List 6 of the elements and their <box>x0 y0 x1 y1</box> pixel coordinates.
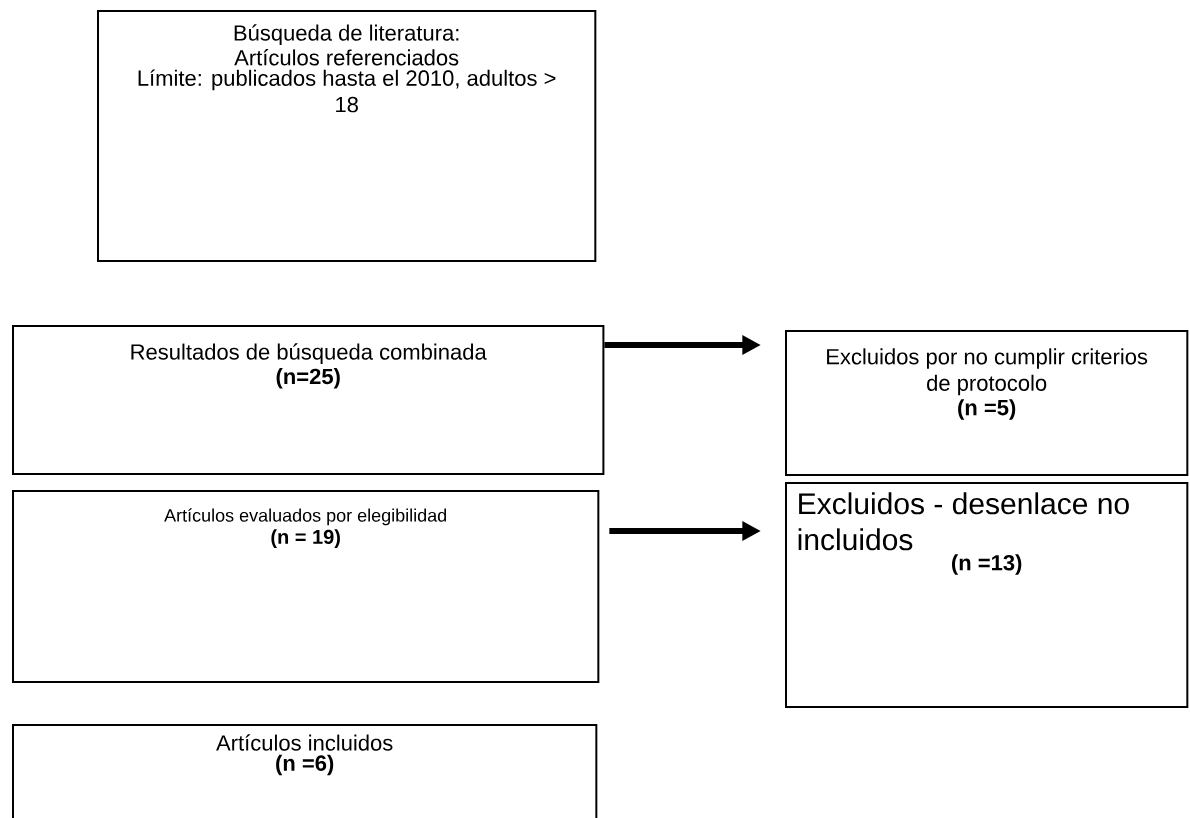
process-box: Artículos incluidos (n =6) <box>12 724 598 818</box>
process-box: Excluidos por no cumplir criterios de protocolo (n =5) <box>785 330 1189 476</box>
process-box: Excluidos - desenlace no incluidos (n =13) <box>785 482 1189 708</box>
process-box: Artículos evaluados por elegibilidad (n = 19) <box>12 490 600 683</box>
process-box: Resultados de búsqueda combinada (n=25) <box>12 325 605 475</box>
process-box: Búsqueda de literatura: Artículos referenciados Límite: publicados hasta el 2010, adultos > 18 <box>97 10 597 262</box>
